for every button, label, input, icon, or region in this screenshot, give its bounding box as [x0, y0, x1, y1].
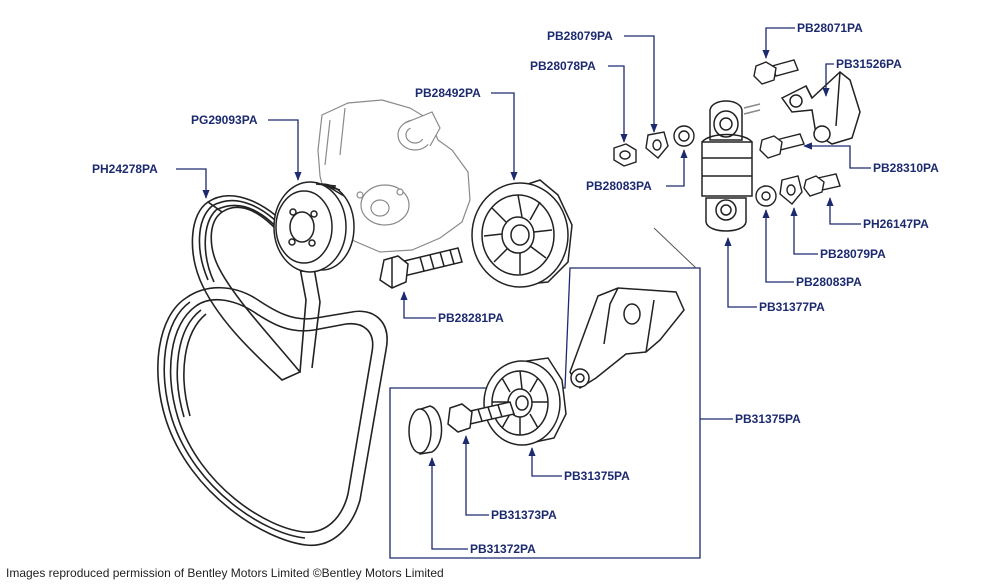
callout-label-PH26147PA[interactable]: PH26147PA — [863, 217, 929, 231]
bolt — [753, 59, 799, 85]
water-pump-pulley — [273, 181, 355, 273]
poly-v-belt — [157, 194, 388, 547]
water-pump-housing — [317, 99, 471, 253]
belt-tensioner — [701, 100, 761, 232]
callout-label-PB28071PA[interactable]: PB28071PA — [797, 21, 863, 35]
tensioner-pulley — [483, 357, 567, 446]
callout-label-PB28492PA[interactable]: PB28492PA — [415, 86, 481, 100]
callout-label-PB28310PA[interactable]: PB28310PA — [873, 161, 939, 175]
assembly-ghost-line — [653, 227, 697, 269]
callout-label-PB28079PA-bottom[interactable]: PB28079PA — [820, 247, 886, 261]
pulley-bolt — [447, 401, 515, 433]
callout-label-PB28079PA-top[interactable]: PB28079PA — [547, 29, 613, 43]
tensioner-assembly-bracket — [569, 287, 685, 390]
tensioner-bracket — [780, 71, 861, 145]
screw — [803, 173, 841, 197]
nut — [613, 143, 637, 167]
callout-label-PG29093PA[interactable]: PG29093PA — [191, 113, 258, 127]
callout-label-PB28083PA-bottom[interactable]: PB28083PA — [796, 275, 862, 289]
leader-lines — [176, 27, 871, 550]
idler-pulley-bolt — [379, 247, 463, 289]
callout-label-PB28281PA[interactable]: PB28281PA — [438, 311, 504, 325]
callout-label-PB31375PA-pulley[interactable]: PB31375PA — [564, 469, 630, 483]
spacer — [645, 131, 669, 159]
callout-label-PB31373PA[interactable]: PB31373PA — [491, 508, 557, 522]
dust-cap — [408, 405, 443, 455]
callout-label-PB31372PA[interactable]: PB31372PA — [470, 542, 536, 556]
callout-label-PB31377PA[interactable]: PB31377PA — [759, 300, 825, 314]
idler-pulley — [471, 179, 573, 288]
washer — [673, 125, 695, 147]
copyright-credit: Images reproduced permission of Bentley … — [6, 566, 444, 580]
callout-label-PB28078PA[interactable]: PB28078PA — [530, 59, 596, 73]
callout-label-PB31526PA[interactable]: PB31526PA — [836, 57, 902, 71]
spacer — [779, 175, 803, 205]
washer — [755, 185, 777, 207]
bolt — [759, 133, 805, 159]
callout-label-PB31375PA-assembly[interactable]: PB31375PA — [735, 412, 801, 426]
callout-label-PH24278PA[interactable]: PH24278PA — [92, 162, 158, 176]
callout-label-PB28083PA-top[interactable]: PB28083PA — [586, 179, 652, 193]
